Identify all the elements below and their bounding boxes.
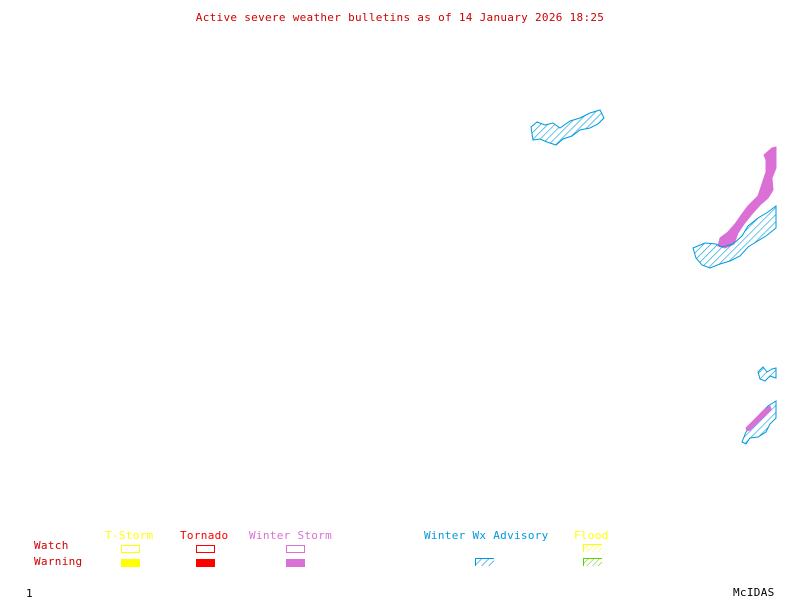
winter-wx-advisory-area-2[interactable] — [692, 205, 777, 269]
winter-wx-advisory-area-3[interactable] — [757, 366, 777, 382]
legend-tstorm-warning-swatch — [121, 559, 140, 567]
legend-tornado-watch-swatch — [196, 545, 215, 553]
legend-flood-label: Flood — [574, 529, 609, 542]
page-title: Active severe weather bulletins as of 14… — [195, 11, 605, 24]
legend-tstorm-watch-swatch — [121, 545, 140, 553]
legend-row-watch: Watch — [34, 539, 69, 552]
legend-winter-wx-advisory-label: Winter Wx Advisory — [424, 529, 549, 542]
legend-winter-storm-warning-swatch — [286, 559, 305, 567]
legend-tornado-warning-swatch — [196, 559, 215, 567]
winter-storm-warning-area-2[interactable] — [745, 405, 772, 432]
legend-winter-storm-label: Winter Storm — [249, 529, 333, 542]
legend-tstorm-label: T-Storm — [105, 529, 154, 542]
brand-label: McIDAS — [733, 586, 775, 599]
legend-flood-watch-swatch — [583, 544, 602, 552]
legend-winter-storm-watch-swatch — [286, 545, 305, 553]
legend-flood-warning-swatch — [583, 558, 602, 566]
legend-row-warning: Warning — [34, 555, 83, 568]
legend-winter-wx-advisory-swatch — [475, 558, 494, 566]
frame-number: 1 — [26, 587, 33, 600]
winter-wx-advisory-area-1[interactable] — [530, 109, 605, 146]
legend-tornado-label: Tornado — [180, 529, 229, 542]
